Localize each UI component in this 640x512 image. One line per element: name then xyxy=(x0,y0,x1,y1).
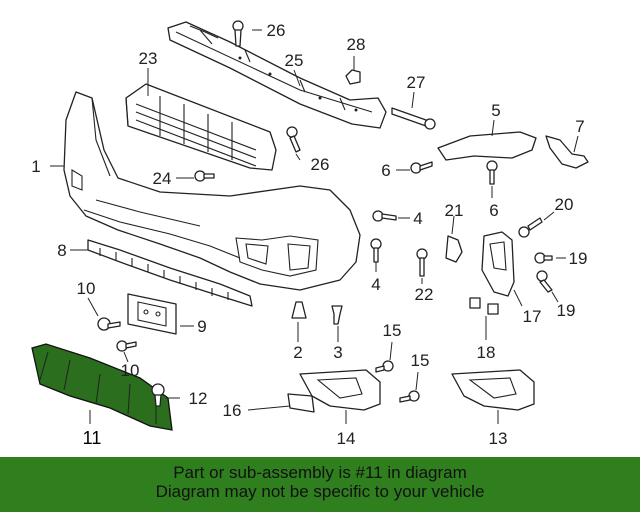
part-21-clip[interactable] xyxy=(445,235,463,263)
callout-21: 21 xyxy=(445,201,464,220)
fastener-19-upper[interactable] xyxy=(534,252,553,264)
fastener-22[interactable] xyxy=(416,248,428,277)
part-18-clips[interactable] xyxy=(469,297,499,315)
fastener-19-lower[interactable] xyxy=(536,270,553,293)
callout-1: 1 xyxy=(31,157,40,176)
callout-16: 16 xyxy=(223,401,242,420)
callout-23: 23 xyxy=(139,49,158,68)
part-14-fog-garnish[interactable] xyxy=(299,369,381,411)
banner-line-disclaimer: Diagram may not be specific to your vehi… xyxy=(155,482,485,501)
callout-4-upper: 4 xyxy=(413,209,422,228)
callout-9: 9 xyxy=(197,317,206,336)
parts-diagram: 1 2 3 4 4 5 6 6 7 8 9 10 10 11 12 13 14 … xyxy=(31,20,589,448)
callout-22: 22 xyxy=(415,285,434,304)
callout-7: 7 xyxy=(575,117,584,136)
part-25-bumper-reinforcement[interactable] xyxy=(167,21,387,129)
callout-labels: 1 2 3 4 4 5 6 6 7 8 9 10 10 11 12 13 14 … xyxy=(31,21,587,448)
info-banner: Part or sub-assembly is #11 in diagram D… xyxy=(0,457,640,512)
part-1-bumper-cover[interactable] xyxy=(63,91,361,291)
part-9-license-bracket[interactable] xyxy=(127,293,177,335)
part-13-fog-garnish[interactable] xyxy=(451,369,535,411)
callout-6-left: 6 xyxy=(381,161,390,180)
callout-14: 14 xyxy=(337,429,356,448)
callout-6-right: 6 xyxy=(489,201,498,220)
fastener-10-lower[interactable] xyxy=(116,340,137,352)
part-23-air-shutter[interactable] xyxy=(125,83,277,171)
callout-2: 2 xyxy=(293,343,302,362)
callout-19-upper: 19 xyxy=(569,249,588,268)
callout-28: 28 xyxy=(347,35,366,54)
callout-3: 3 xyxy=(333,343,342,362)
callout-25: 25 xyxy=(285,51,304,70)
callout-17: 17 xyxy=(523,307,542,326)
fastener-10-upper[interactable] xyxy=(97,317,121,331)
callout-5: 5 xyxy=(491,101,500,120)
callout-13: 13 xyxy=(489,429,508,448)
callout-15-lower: 15 xyxy=(411,351,430,370)
callout-10-upper: 10 xyxy=(77,279,96,298)
part-7-bracket[interactable] xyxy=(545,135,589,169)
callout-24: 24 xyxy=(153,169,172,188)
part-5-bracket[interactable] xyxy=(437,131,537,161)
fastener-3[interactable] xyxy=(331,305,343,325)
callout-26-mid: 26 xyxy=(311,155,330,174)
callout-10-lower: 10 xyxy=(121,361,140,380)
fastener-20[interactable] xyxy=(518,217,543,238)
callout-26-top: 26 xyxy=(267,21,286,40)
fastener-26-mid[interactable] xyxy=(286,126,301,153)
fastener-26-top[interactable] xyxy=(232,20,244,47)
fastener-15-lower[interactable] xyxy=(399,390,420,403)
fastener-28[interactable] xyxy=(345,69,361,85)
callout-15-upper: 15 xyxy=(383,321,402,340)
callout-27: 27 xyxy=(407,73,426,92)
fastener-12[interactable] xyxy=(151,383,165,407)
part-17-side-bracket[interactable] xyxy=(481,231,515,297)
part-8-lower-molding[interactable] xyxy=(87,239,253,307)
callout-20: 20 xyxy=(555,195,574,214)
fastener-4-lower[interactable] xyxy=(370,238,382,263)
fastener-27[interactable] xyxy=(391,107,436,130)
callout-11: 11 xyxy=(83,428,102,448)
callout-19-lower: 19 xyxy=(557,301,576,320)
fastener-24[interactable] xyxy=(194,170,215,182)
callout-12: 12 xyxy=(189,389,208,408)
part-11-lower-cover-highlighted[interactable] xyxy=(31,343,173,431)
part-16-garnish[interactable] xyxy=(287,393,315,413)
fastener-2[interactable] xyxy=(291,301,307,319)
fastener-15-upper[interactable] xyxy=(375,360,394,373)
callout-8: 8 xyxy=(57,241,66,260)
fastener-6-left[interactable] xyxy=(410,161,433,174)
banner-line-part: Part or sub-assembly is #11 in diagram xyxy=(173,463,467,482)
fastener-6-right[interactable] xyxy=(486,160,498,185)
callout-4-lower: 4 xyxy=(371,275,380,294)
callout-18: 18 xyxy=(477,343,496,362)
fastener-4-upper[interactable] xyxy=(372,210,397,222)
leader-lines xyxy=(50,29,579,424)
